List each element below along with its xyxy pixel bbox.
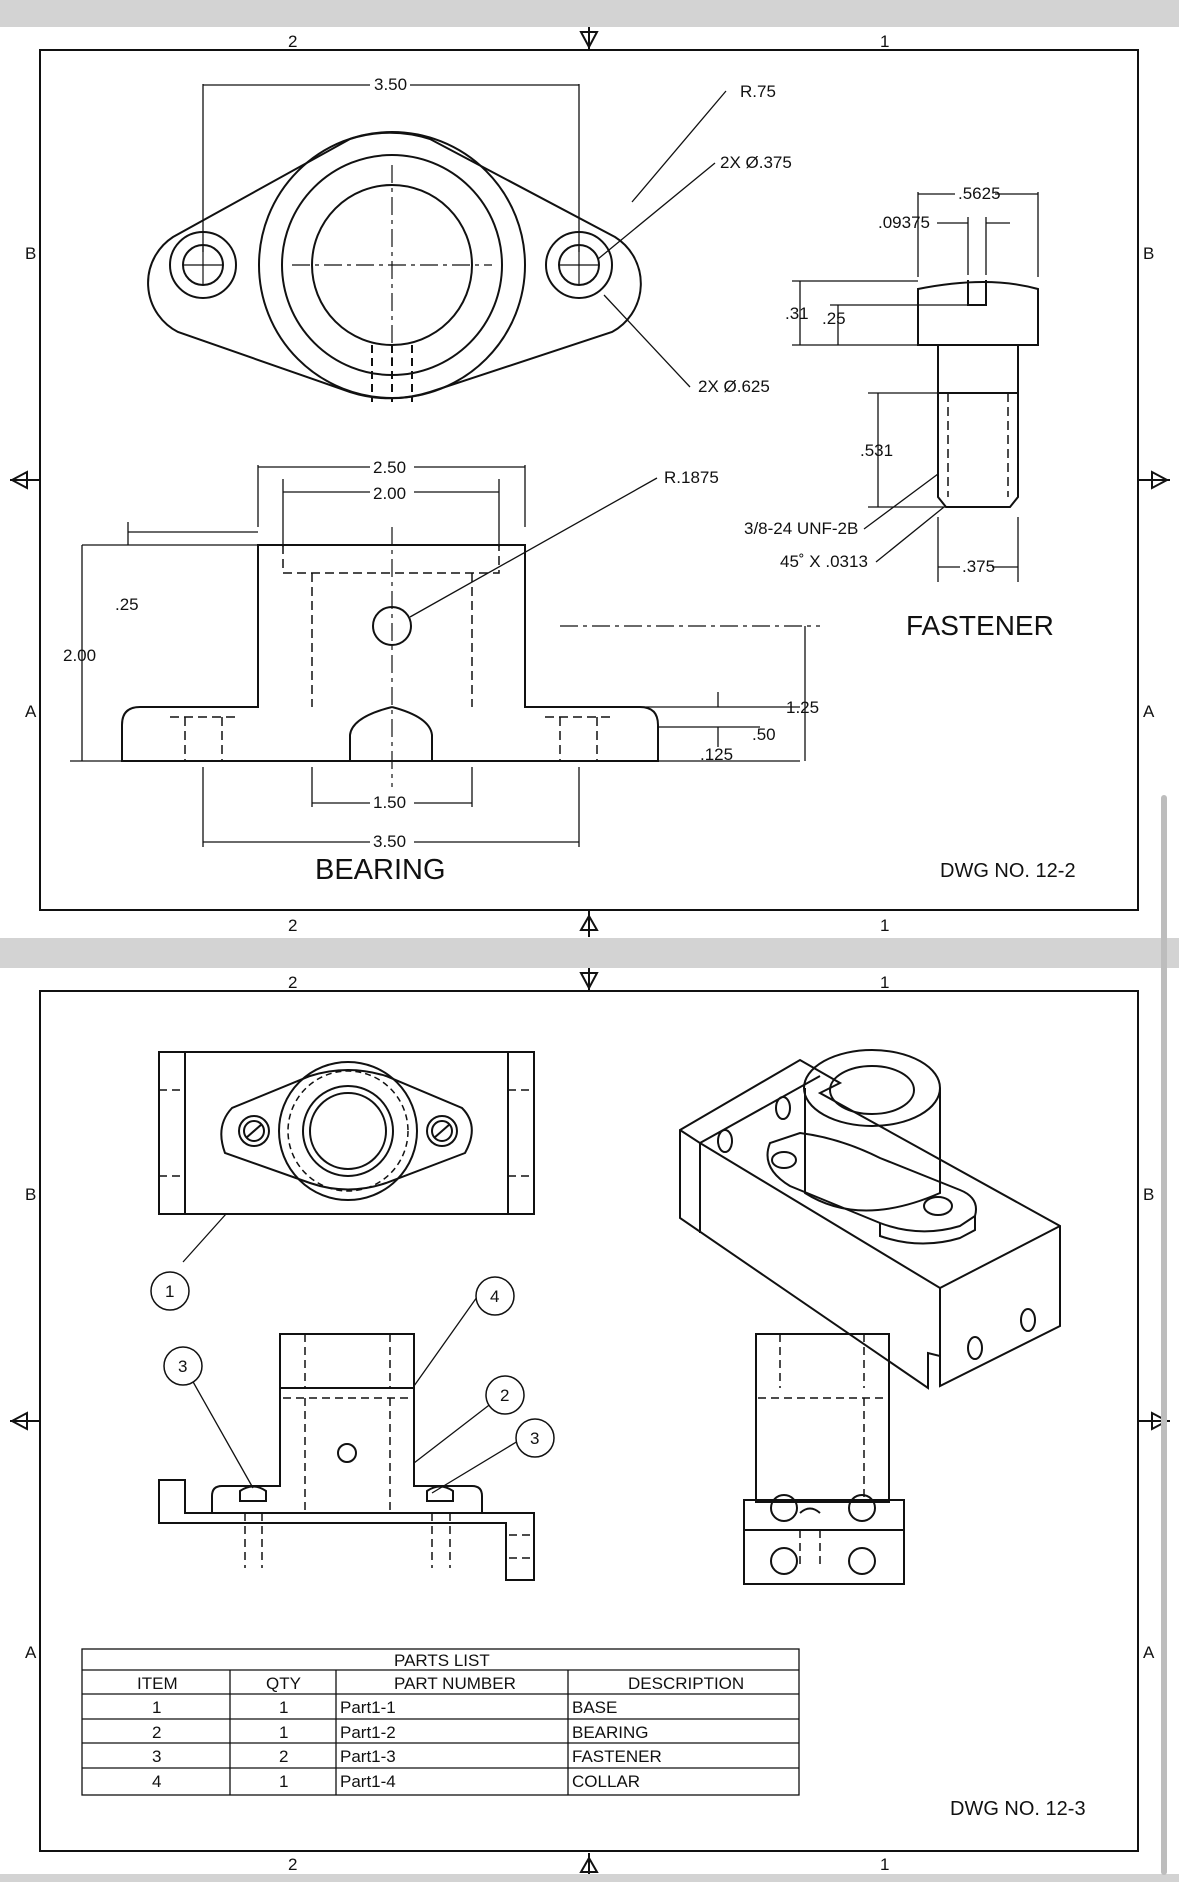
drawing-sheet-12-2[interactable]: 2 1 2 1 B A B A 3.50 R.75 2X Ø.375 2X Ø.… bbox=[0, 27, 1179, 938]
parts-list-title: PARTS LIST bbox=[394, 1651, 490, 1670]
scrollbar-thumb[interactable] bbox=[1161, 795, 1167, 1875]
zone-label-bottom-1: 1 bbox=[880, 916, 889, 935]
bottom-gray-bar bbox=[0, 1874, 1179, 1882]
col-header-item: ITEM bbox=[137, 1674, 178, 1693]
col-header-part-number: PART NUMBER bbox=[394, 1674, 516, 1693]
table-cell: 1 bbox=[152, 1698, 161, 1717]
table-cell: Part1-3 bbox=[340, 1747, 396, 1766]
dim-height: 2.00 bbox=[63, 646, 96, 665]
zone-label-bottom-1: 1 bbox=[880, 1855, 889, 1874]
dim-boss: 2X Ø.625 bbox=[698, 377, 770, 396]
dim-end-radius: R.75 bbox=[740, 82, 776, 101]
svg-text:1: 1 bbox=[165, 1282, 174, 1301]
table-cell: BEARING bbox=[572, 1723, 649, 1742]
balloon-item-4: 4 bbox=[475, 1276, 515, 1316]
table-cell: Part1-2 bbox=[340, 1723, 396, 1742]
dim-shank-diameter: .375 bbox=[962, 557, 995, 576]
top-gray-bar bbox=[0, 0, 1179, 27]
dim-thread-length: .531 bbox=[860, 441, 893, 460]
table-cell: 3 bbox=[152, 1747, 161, 1766]
zone-label-right-a: A bbox=[1143, 702, 1155, 721]
bearing-top-view bbox=[147, 131, 642, 402]
balloon-item-1: 1 bbox=[150, 1271, 190, 1311]
zone-label-left-a: A bbox=[25, 702, 37, 721]
dim-slot-depth: .25 bbox=[822, 309, 846, 328]
balloon-item-2: 2 bbox=[485, 1375, 525, 1415]
svg-text:4: 4 bbox=[490, 1287, 499, 1306]
assembly-top-view bbox=[158, 1051, 535, 1215]
dim-base-thickness: .50 bbox=[752, 725, 776, 744]
col-header-qty: QTY bbox=[266, 1674, 301, 1693]
assembly-front-view bbox=[158, 1333, 535, 1581]
svg-text:3: 3 bbox=[530, 1429, 539, 1448]
assembly-isometric-view bbox=[679, 1049, 1061, 1390]
zone-label-bottom-2: 2 bbox=[288, 1855, 297, 1874]
dim-hole-radius: R.1875 bbox=[664, 468, 719, 487]
middle-gray-bar bbox=[0, 938, 1179, 968]
table-cell: Part1-4 bbox=[340, 1772, 396, 1791]
dim-center-height: 1.25 bbox=[786, 698, 819, 717]
sheet-border bbox=[39, 49, 1139, 911]
dim-outer-width: 2.50 bbox=[373, 458, 406, 477]
zone-label-top-2: 2 bbox=[288, 973, 297, 992]
table-cell: 4 bbox=[152, 1772, 161, 1791]
bearing-title: BEARING bbox=[315, 854, 446, 886]
dim-bottom-width: 3.50 bbox=[373, 832, 406, 851]
sheet-border bbox=[39, 990, 1139, 1852]
drawing-sheet-12-3[interactable]: 2 1 2 1 B A B A bbox=[0, 968, 1179, 1874]
zone-label-right-b: B bbox=[1143, 244, 1154, 263]
fastener-title: FASTENER bbox=[906, 610, 1054, 641]
table-cell: Part1-1 bbox=[340, 1698, 396, 1717]
dim-thread-spec: 3/8-24 UNF-2B bbox=[744, 519, 858, 538]
svg-text:2: 2 bbox=[500, 1386, 509, 1405]
assembly-side-view bbox=[743, 1333, 905, 1585]
zone-label-top-1: 1 bbox=[880, 32, 889, 51]
svg-text:3: 3 bbox=[178, 1357, 187, 1376]
dim-head-height: .31 bbox=[785, 304, 809, 323]
table-cell: 1 bbox=[279, 1723, 288, 1742]
center-marker-icons bbox=[9, 27, 1170, 937]
table-cell: 1 bbox=[279, 1698, 288, 1717]
zone-label-left-b: B bbox=[25, 1185, 36, 1204]
dim-inner-width: 2.00 bbox=[373, 484, 406, 503]
dim-slot-width: .09375 bbox=[878, 213, 930, 232]
dim-counterbore: .125 bbox=[700, 745, 733, 764]
table-cell: COLLAR bbox=[572, 1772, 640, 1791]
balloon-item-3-left: 3 bbox=[163, 1346, 203, 1386]
fastener-view bbox=[917, 280, 1039, 508]
col-header-description: DESCRIPTION bbox=[628, 1674, 744, 1693]
table-cell: FASTENER bbox=[572, 1747, 662, 1766]
zone-label-top-2: 2 bbox=[288, 32, 297, 51]
table-cell: BASE bbox=[572, 1698, 617, 1717]
balloon-item-3-right: 3 bbox=[515, 1418, 555, 1458]
zone-label-bottom-2: 2 bbox=[288, 916, 297, 935]
parts-list-table: PARTS LIST ITEM QTY PART NUMBER DESCRIPT… bbox=[81, 1648, 800, 1796]
center-marker-icons bbox=[9, 968, 1170, 1874]
table-cell: 2 bbox=[279, 1747, 288, 1766]
drawing-number: DWG NO. 12-3 bbox=[950, 1798, 1086, 1820]
dim-bolt-hole: 2X Ø.375 bbox=[720, 153, 792, 172]
zone-label-right-b: B bbox=[1143, 1185, 1154, 1204]
zone-label-left-a: A bbox=[25, 1643, 37, 1662]
zone-label-right-a: A bbox=[1143, 1643, 1155, 1662]
table-cell: 2 bbox=[152, 1723, 161, 1742]
zone-label-left-b: B bbox=[25, 244, 36, 263]
zone-label-top-1: 1 bbox=[880, 973, 889, 992]
dim-bottom-slot: 1.50 bbox=[373, 793, 406, 812]
table-cell: 1 bbox=[279, 1772, 288, 1791]
dim-head-width: .5625 bbox=[958, 184, 1001, 203]
dim-top-wall: .25 bbox=[115, 595, 139, 614]
dim-top-width: 3.50 bbox=[374, 75, 407, 94]
dim-chamfer: 45˚ X .0313 bbox=[780, 552, 868, 571]
drawing-number: DWG NO. 12-2 bbox=[940, 860, 1076, 882]
